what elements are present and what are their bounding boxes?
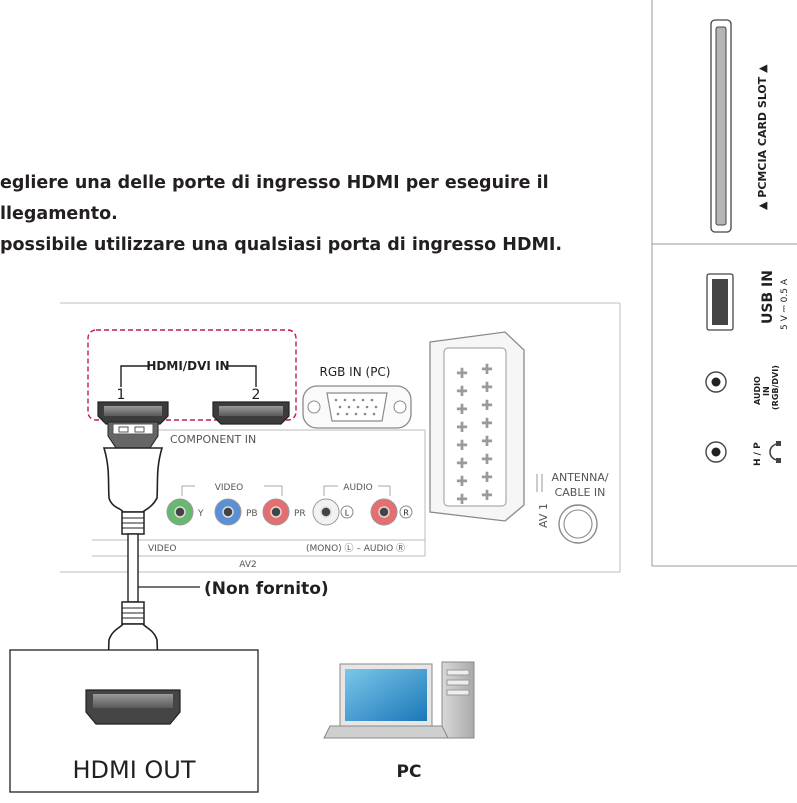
mono-audio-label: (MONO) Ⓛ – AUDIO Ⓡ xyxy=(306,543,405,554)
svg-text:✚: ✚ xyxy=(456,438,468,454)
pc-icon xyxy=(323,661,475,739)
hdmi-port-2[interactable] xyxy=(212,401,290,425)
svg-text:✚: ✚ xyxy=(456,492,468,508)
cable-not-supplied-label: (Non fornito) xyxy=(204,579,329,599)
component-pr-jack[interactable] xyxy=(262,498,290,526)
tv-rear-panel: HDMI/DVI IN 1 2 RGB IN (PC) xyxy=(60,302,621,573)
instruction-line-1: egliere una delle porte di ingresso HDMI… xyxy=(0,173,549,193)
audio-group-label: AUDIO xyxy=(343,483,372,493)
hdmi-port-1[interactable] xyxy=(97,401,169,425)
pb-label: PB xyxy=(246,509,258,519)
svg-text:✚: ✚ xyxy=(481,362,493,378)
hdmi-highlight-box xyxy=(87,329,297,421)
scart-port[interactable]: ✚ ✚ ✚ ✚ ✚ ✚ ✚ ✚ ✚ ✚ ✚ ✚ ✚ ✚ ✚ ✚ xyxy=(429,331,525,522)
antenna-port[interactable] xyxy=(558,504,598,544)
svg-text:✚: ✚ xyxy=(456,474,468,490)
audio-in-label-line-3: (RGB/DVI) xyxy=(771,365,780,410)
svg-text:✚: ✚ xyxy=(456,456,468,472)
pr-label: PR xyxy=(294,509,306,519)
component-in-label: COMPONENT IN xyxy=(170,433,256,446)
r-label: R xyxy=(403,509,409,518)
antenna-label-line-1: ANTENNA/ xyxy=(551,471,608,484)
audio-r-jack[interactable] xyxy=(370,498,398,526)
hdmi-dvi-in-label: HDMI/DVI IN xyxy=(146,359,229,373)
hdmi-port-1-number: 1 xyxy=(117,387,126,403)
audio-in-label-line-1: AUDIO xyxy=(753,376,762,405)
audio-in-label-line-2: IN xyxy=(762,386,771,396)
pcmcia-card-slot[interactable] xyxy=(710,19,732,233)
pcmcia-label: ▲ PCMCIA CARD SLOT ▲ xyxy=(756,64,769,210)
svg-text:✚: ✚ xyxy=(456,366,468,382)
audio-l-jack[interactable] xyxy=(312,498,340,526)
instruction-line-2: llegamento. xyxy=(0,204,118,224)
instruction-line-3: possibile utilizzare una qualsiasi porta… xyxy=(0,235,563,255)
svg-text:✚: ✚ xyxy=(481,416,493,432)
antenna-label-line-2: CABLE IN xyxy=(555,486,606,499)
pc-label: PC xyxy=(397,762,422,782)
video-group-label: VIDEO xyxy=(215,483,244,493)
video-bottom-label: VIDEO xyxy=(148,544,177,554)
component-y-jack[interactable] xyxy=(166,498,194,526)
hdmi-out-label: HDMI OUT xyxy=(72,756,195,784)
hdmi-out-device xyxy=(9,649,259,793)
av2-label: AV2 xyxy=(239,560,256,570)
svg-text:✚: ✚ xyxy=(481,452,493,468)
rgb-vga-port[interactable] xyxy=(302,385,412,429)
headphone-icon xyxy=(769,441,781,463)
audio-in-rgb-dvi-jack[interactable] xyxy=(705,371,727,393)
usb-port[interactable] xyxy=(706,273,734,331)
l-label: L xyxy=(345,509,350,518)
svg-text:✚: ✚ xyxy=(456,420,468,436)
svg-text:✚: ✚ xyxy=(456,384,468,400)
component-pb-jack[interactable] xyxy=(214,498,242,526)
y-label: Y xyxy=(197,509,204,519)
headphone-jack[interactable] xyxy=(705,441,727,463)
svg-text:✚: ✚ xyxy=(456,402,468,418)
svg-text:✚: ✚ xyxy=(481,398,493,414)
hdmi-port-2-number: 2 xyxy=(252,387,261,403)
hp-label: H / P xyxy=(753,442,763,466)
av1-label: AV 1 xyxy=(537,503,550,528)
side-panel: ▲ PCMCIA CARD SLOT ▲ USB IN 5 V ⎓ 0.5 A … xyxy=(651,0,797,567)
svg-text:✚: ✚ xyxy=(481,380,493,396)
usb-power-label: 5 V ⎓ 0.5 A xyxy=(780,278,790,330)
svg-text:✚: ✚ xyxy=(481,488,493,504)
usb-in-label: USB IN xyxy=(760,270,776,324)
svg-text:✚: ✚ xyxy=(481,434,493,450)
svg-text:✚: ✚ xyxy=(481,470,493,486)
rgb-in-label: RGB IN (PC) xyxy=(320,365,391,379)
